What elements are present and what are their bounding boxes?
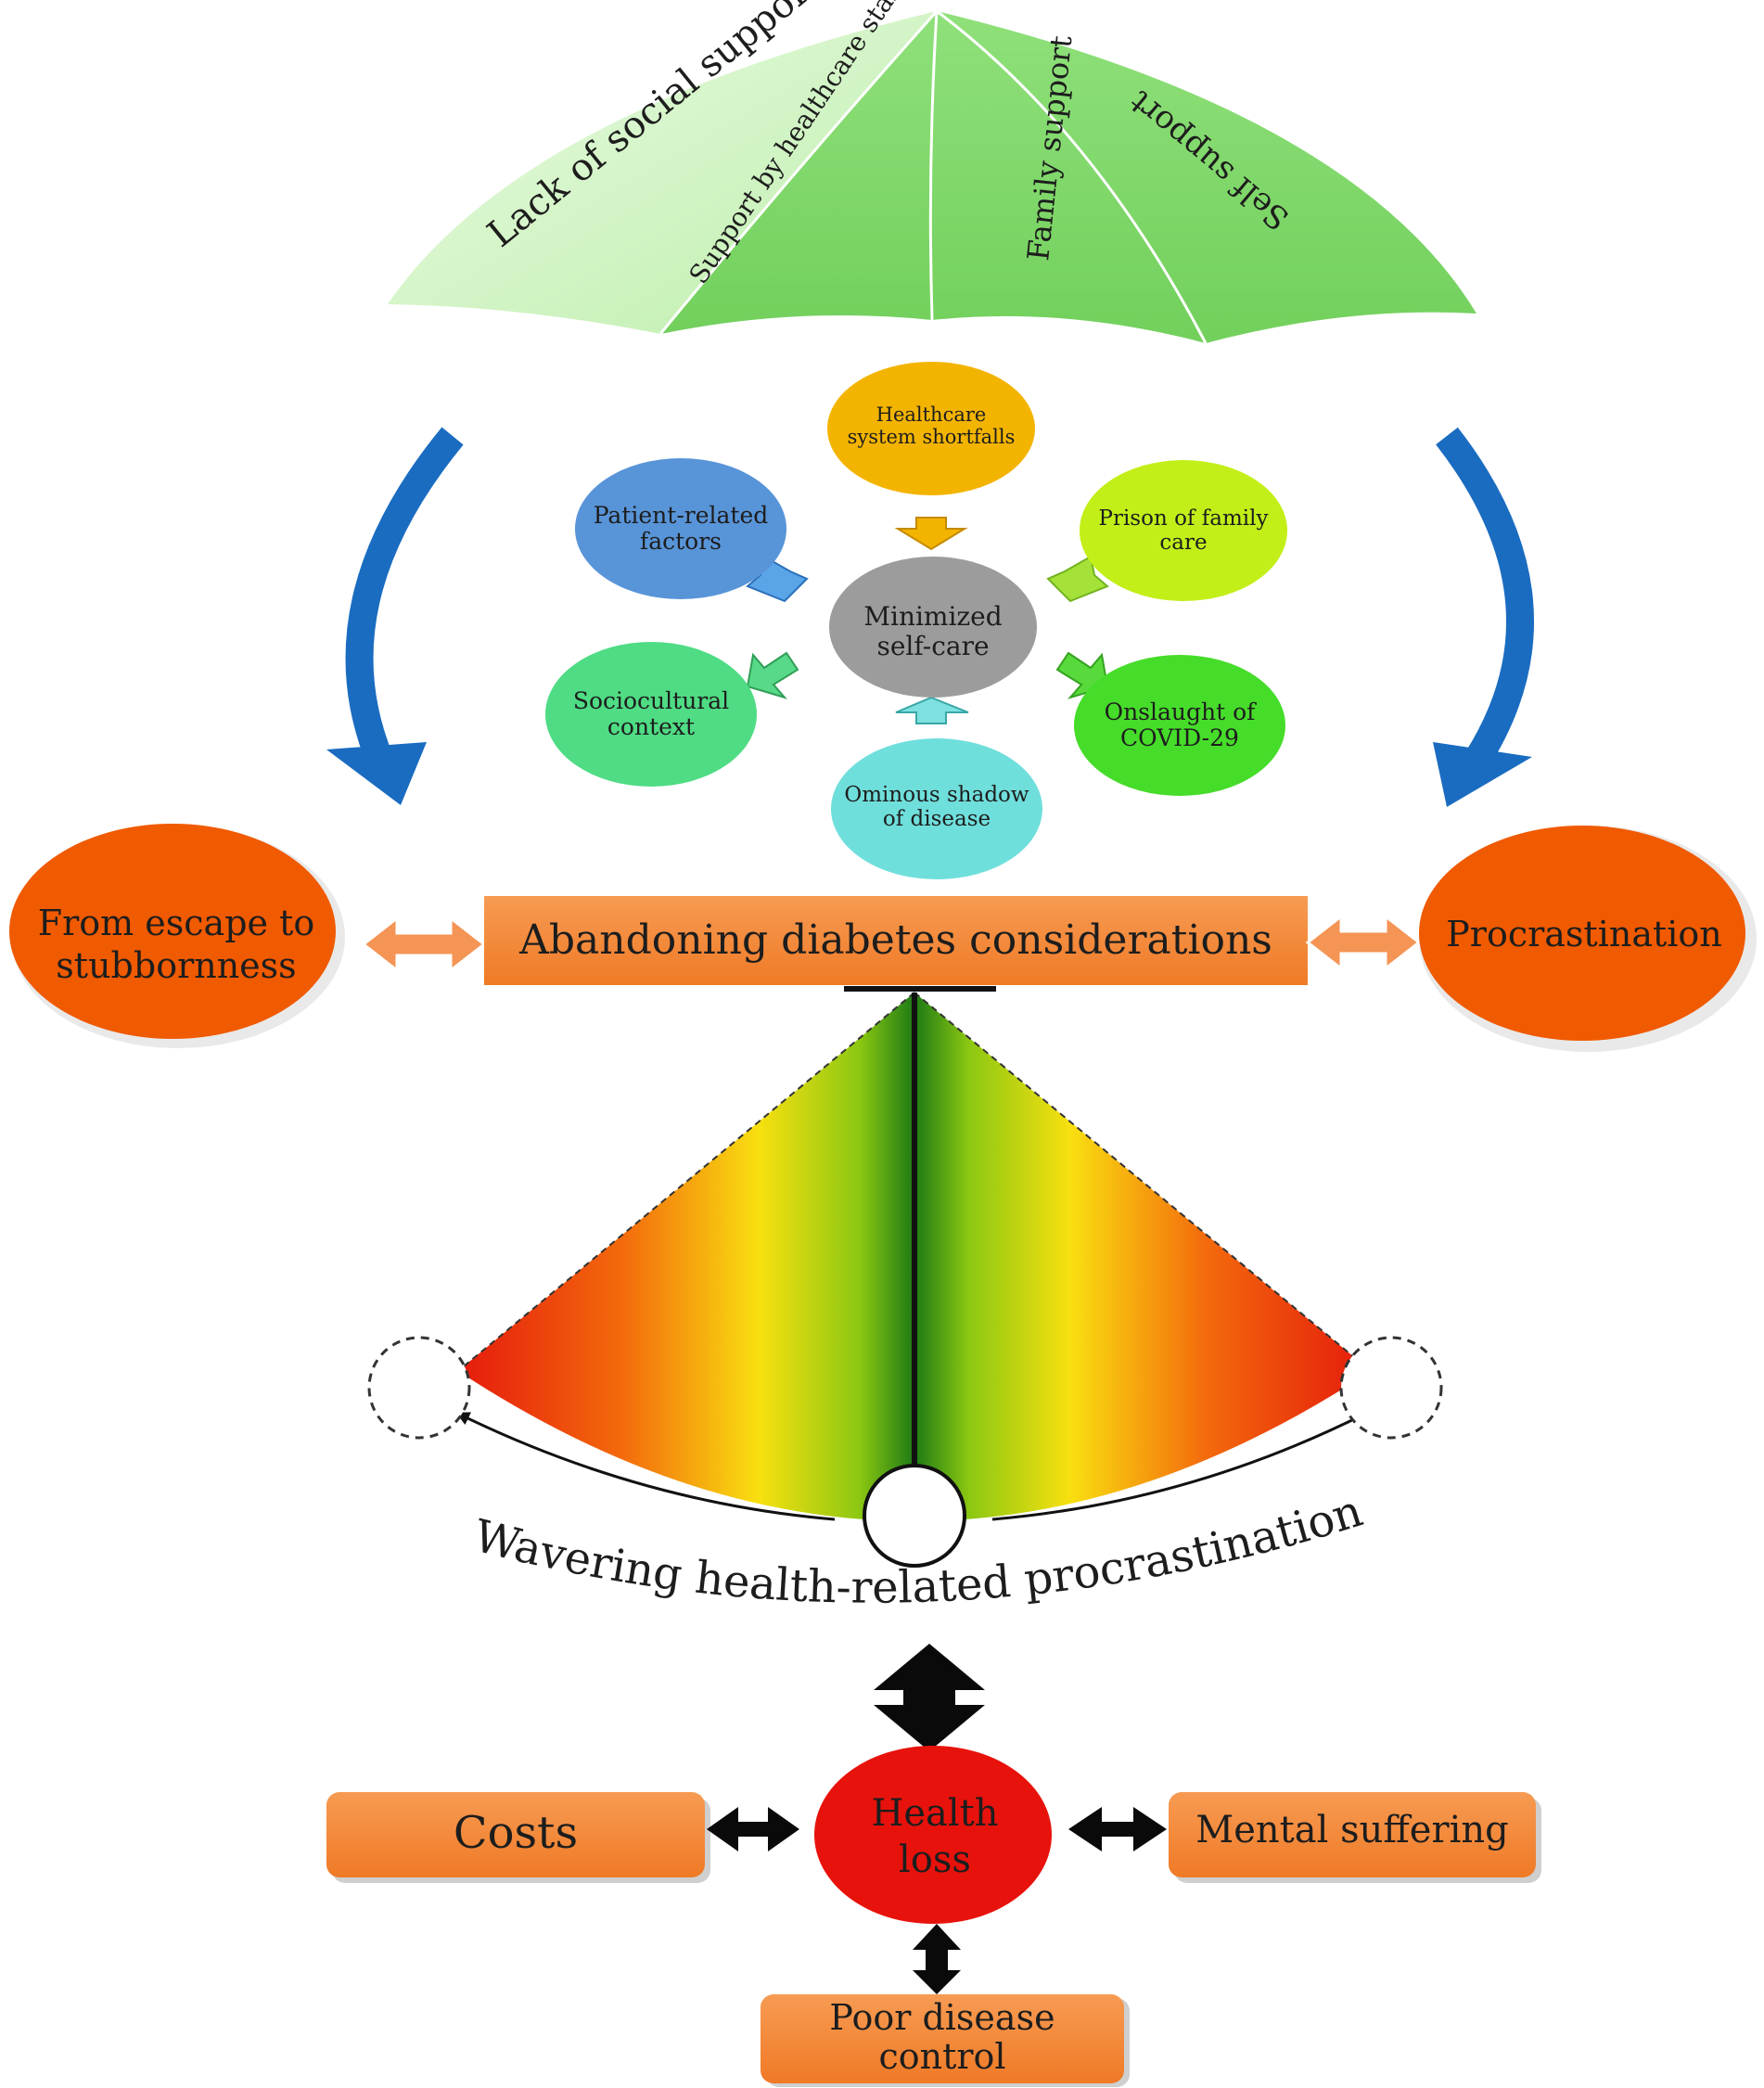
mental-suffering-box: Mental suffering bbox=[1169, 1792, 1541, 1883]
blue-arrow-right bbox=[1433, 427, 1535, 807]
factor-sociocultural-context: Sociocultural context bbox=[545, 642, 757, 787]
factor-ominous-label-1: Ominous shadow bbox=[844, 783, 1029, 807]
factor-patient-related-factors: Patient-related factors bbox=[575, 458, 786, 599]
double-arrow-health-mental bbox=[1068, 1807, 1167, 1851]
factor-prison-of-family-care: Prison of family care bbox=[1080, 460, 1287, 601]
from-escape-label-1: From escape to bbox=[38, 903, 315, 943]
factor-ominous-label-2: of disease bbox=[883, 807, 991, 831]
factor-prison-label-2: care bbox=[1159, 531, 1207, 555]
factor-covid-label-1: Onslaught of bbox=[1105, 698, 1258, 725]
health-loss-node: Health loss bbox=[814, 1746, 1052, 1924]
double-arrow-health-poor-control bbox=[913, 1924, 961, 1994]
procrastination-node: Procrastination bbox=[1419, 826, 1757, 1052]
hub-label-2: self-care bbox=[876, 631, 989, 661]
umbrella bbox=[388, 9, 1476, 344]
factor-healthcare-label-1: Healthcare bbox=[876, 404, 987, 426]
factor-healthcare-label-2: system shortfalls bbox=[848, 426, 1016, 448]
umbrella-panel-lack-of-social-support bbox=[388, 11, 937, 334]
poor-control-label-2: control bbox=[878, 2036, 1005, 2077]
umbrella-panel-support-by-healthcare-staff bbox=[660, 11, 937, 334]
factor-onslaught-of-covid: Onslaught of COVID-29 bbox=[1074, 655, 1285, 796]
pendulum bbox=[367, 986, 1443, 1568]
swing-arc-right bbox=[991, 1412, 1368, 1521]
mental-suffering-label: Mental suffering bbox=[1195, 1809, 1508, 1851]
factor-sociocultural-label-1: Sociocultural bbox=[573, 687, 729, 714]
factor-patient-label-2: factors bbox=[640, 528, 722, 555]
health-loss-label-1: Health bbox=[871, 1792, 998, 1835]
health-loss-label-2: loss bbox=[899, 1838, 971, 1881]
abandoning-diabetes-considerations-box: Abandoning diabetes considerations bbox=[484, 896, 1308, 985]
procrastination-label: Procrastination bbox=[1446, 914, 1722, 954]
double-arrow-right-orange bbox=[1305, 913, 1422, 972]
pendulum-left-position bbox=[367, 1336, 471, 1440]
poor-disease-control-box: Poor disease control bbox=[761, 1994, 1130, 2087]
hub-label-1: Minimized bbox=[863, 601, 1002, 632]
umbrella-panel-self-support bbox=[937, 11, 1476, 343]
factor-sociocultural-label-2: context bbox=[607, 713, 695, 740]
factor-ominous-shadow-of-disease: Ominous shadow of disease bbox=[831, 738, 1042, 879]
big-double-arrow bbox=[874, 1644, 985, 1751]
costs-label: Costs bbox=[454, 1807, 578, 1859]
poor-control-label-1: Poor disease bbox=[829, 1997, 1055, 2038]
factor-patient-label-1: Patient-related bbox=[594, 502, 769, 529]
pendulum-right-position bbox=[1339, 1336, 1443, 1440]
blue-arrow-left bbox=[326, 427, 464, 805]
umbrella-panel-family-support bbox=[930, 11, 1206, 343]
abandoning-label: Abandoning diabetes considerations bbox=[518, 916, 1272, 964]
from-escape-label-2: stubbornness bbox=[56, 945, 296, 986]
double-arrow-left-orange bbox=[361, 915, 487, 974]
costs-box: Costs bbox=[326, 1792, 710, 1883]
factor-covid-label-2: COVID-29 bbox=[1120, 724, 1239, 751]
from-escape-to-stubbornness-node: From escape to stubbornness bbox=[9, 824, 345, 1048]
factor-healthcare-system-shortfalls: Healthcare system shortfalls bbox=[827, 362, 1035, 495]
hub-minimized-self-care: Minimized self-care bbox=[829, 557, 1037, 698]
pendulum-bob bbox=[863, 1464, 966, 1568]
swing-arc-left bbox=[455, 1412, 836, 1521]
factor-prison-label-1: Prison of family bbox=[1098, 506, 1268, 531]
double-arrow-costs-health bbox=[707, 1807, 799, 1851]
